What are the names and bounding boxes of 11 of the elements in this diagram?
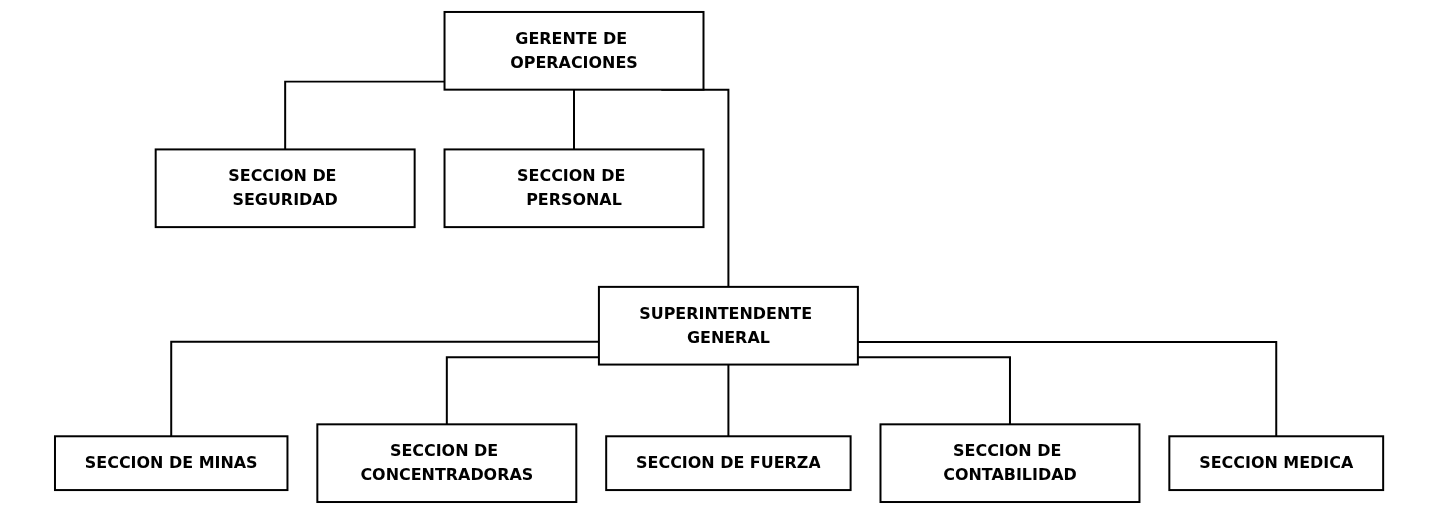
- connector: [572, 88, 575, 151]
- node-box: SECCION DE CONTABILIDAD: [879, 423, 1141, 503]
- node-box: SECCION DE FUERZA: [605, 435, 852, 492]
- node-box: SECCION DE SEGURIDAD: [154, 148, 416, 229]
- node-box: SECCION MEDICA: [1168, 435, 1385, 492]
- node-box: SECCION DE PERSONAL: [443, 148, 705, 229]
- node-box: GERENTE DE OPERACIONES: [443, 10, 705, 91]
- node-box: SUPERINTENDENTE GENERAL: [597, 285, 859, 366]
- node-box: SECCION DE MINAS: [53, 435, 289, 492]
- connector: [727, 363, 730, 438]
- node-box: SECCION DE CONCENTRADORAS: [316, 423, 578, 503]
